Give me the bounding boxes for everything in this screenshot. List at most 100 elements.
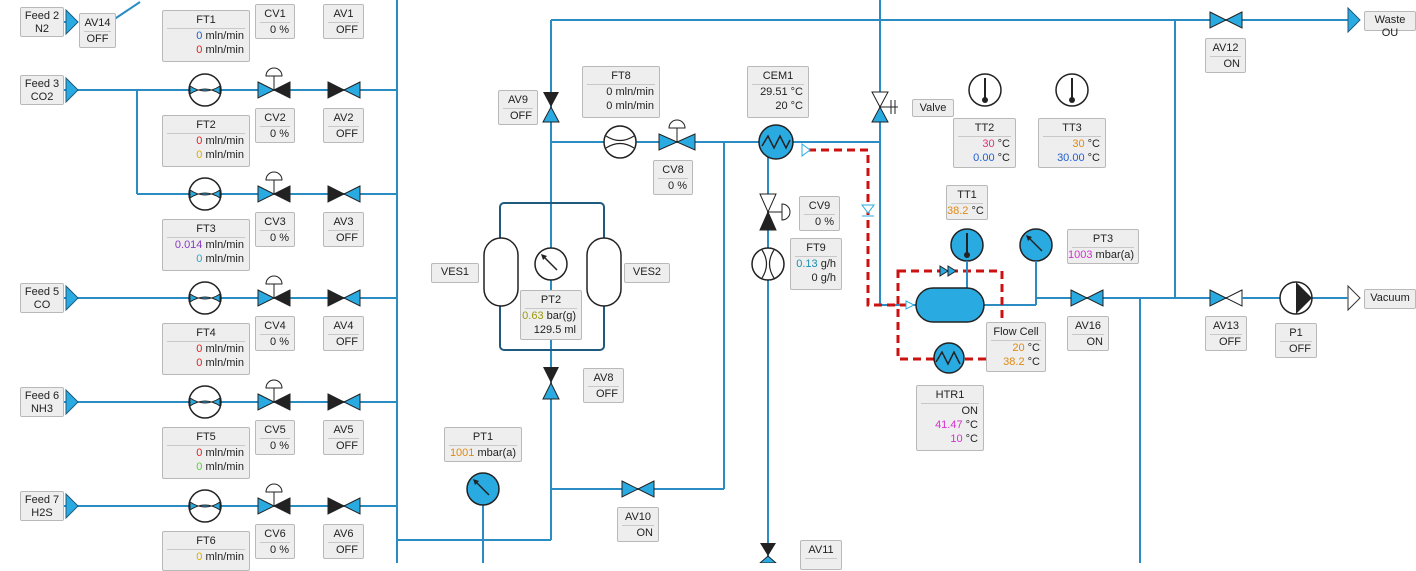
flow-meter-element[interactable] xyxy=(189,85,221,95)
ft-name: FT6 xyxy=(167,534,245,550)
manual-valve-label[interactable]: Valve xyxy=(912,99,954,117)
av8-faceplate[interactable]: AV8 OFF xyxy=(583,368,624,403)
actuated-valve-left[interactable] xyxy=(327,185,346,203)
flow-meter-element[interactable] xyxy=(189,189,221,199)
cv1-faceplate[interactable]: CV1 0 % xyxy=(255,4,295,39)
av5-faceplate[interactable]: AV5 OFF xyxy=(323,420,364,455)
ft1-faceplate[interactable]: FT1 0 mln/min 0 mln/min xyxy=(162,10,250,62)
pt-name: PT2 xyxy=(525,293,577,309)
ft4-faceplate[interactable]: FT4 0 mln/min 0 mln/min xyxy=(162,323,250,375)
flow-meter-element[interactable] xyxy=(189,397,221,407)
tt1-faceplate[interactable]: TT1 38.2 °C xyxy=(946,185,988,220)
ft5-faceplate[interactable]: FT5 0 mln/min 0 mln/min xyxy=(162,427,250,479)
ft-value-1: 0.13 xyxy=(796,258,818,270)
pt-name: PT3 xyxy=(1072,232,1134,248)
ft-unit: mln/min xyxy=(615,86,654,98)
av1-faceplate[interactable]: AV1 OFF xyxy=(323,4,364,39)
av12-faceplate[interactable]: AV12 ON xyxy=(1205,38,1246,73)
cv5-faceplate[interactable]: CV5 0 % xyxy=(255,420,295,455)
control-valve-right[interactable] xyxy=(272,393,291,411)
actuated-valve-left[interactable] xyxy=(327,497,346,515)
av2-faceplate[interactable]: AV2 OFF xyxy=(323,108,364,143)
av-name: AV12 xyxy=(1210,41,1241,57)
control-valve-left[interactable] xyxy=(257,289,276,307)
ft-unit: mln/min xyxy=(205,44,244,56)
control-valve-left[interactable] xyxy=(257,81,276,99)
waste-outlet-label[interactable]: Waste OU xyxy=(1364,11,1416,39)
actuated-valve-left[interactable] xyxy=(327,81,346,99)
cem1-faceplate[interactable]: CEM1 29.51 °C 20 °C xyxy=(747,66,809,118)
feed-5-label[interactable]: Feed 5 CO xyxy=(20,283,64,313)
av6-faceplate[interactable]: AV6 OFF xyxy=(323,524,364,559)
ft2-faceplate[interactable]: FT2 0 mln/min 0 mln/min xyxy=(162,115,250,167)
av14-faceplate[interactable]: AV14 OFF xyxy=(79,13,116,48)
av9-faceplate[interactable]: AV9 OFF xyxy=(498,90,538,125)
tt2-faceplate[interactable]: TT2 30 °C 0.00 °C xyxy=(953,118,1016,168)
control-valve-actuator[interactable] xyxy=(265,483,283,493)
cv9-faceplate[interactable]: CV9 0 % xyxy=(799,196,840,231)
cv8-faceplate[interactable]: CV8 0 % xyxy=(653,160,693,195)
actuated-valve-right[interactable] xyxy=(342,81,361,99)
av4-faceplate[interactable]: AV4 OFF xyxy=(323,316,364,351)
actuated-valve-left[interactable] xyxy=(327,289,346,307)
av10-faceplate[interactable]: AV10 ON xyxy=(617,507,659,542)
feed-gas: CO xyxy=(33,299,51,311)
ft9-faceplate[interactable]: FT9 0.13 g/h 0 g/h xyxy=(790,238,842,290)
av11-faceplate[interactable]: AV11 xyxy=(800,540,842,570)
flow-cell-faceplate[interactable]: Flow Cell 20 °C 38.2 °C xyxy=(986,322,1046,372)
tt3-faceplate[interactable]: TT3 30 °C 30.00 °C xyxy=(1038,118,1106,168)
control-valve-right[interactable] xyxy=(272,289,291,307)
cv-value: 0 % xyxy=(270,128,289,140)
av-state: ON xyxy=(636,527,654,539)
flow-meter-element[interactable] xyxy=(189,501,221,511)
ft3-faceplate[interactable]: FT3 0.014 mln/min 0 mln/min xyxy=(162,219,250,271)
control-valve-actuator[interactable] xyxy=(265,67,283,77)
actuated-valve-right[interactable] xyxy=(342,289,361,307)
av3-faceplate[interactable]: AV3 OFF xyxy=(323,212,364,247)
cv-value: 0 % xyxy=(270,336,289,348)
ves1-label[interactable]: VES1 xyxy=(431,263,479,283)
control-valve-left[interactable] xyxy=(257,497,276,515)
ft6-faceplate[interactable]: FT6 0 mln/min xyxy=(162,531,250,571)
p1-faceplate[interactable]: P1 OFF xyxy=(1275,323,1317,358)
av16-faceplate[interactable]: AV16 ON xyxy=(1067,316,1109,351)
cv4-faceplate[interactable]: CV4 0 % xyxy=(255,316,295,351)
control-valve-left[interactable] xyxy=(257,393,276,411)
flow-meter-element[interactable] xyxy=(189,293,221,303)
cv2-faceplate[interactable]: CV2 0 % xyxy=(255,108,295,143)
control-valve-left[interactable] xyxy=(257,185,276,203)
tt-unit: °C xyxy=(1087,152,1100,164)
feed-2-label[interactable]: Feed 2 N2 xyxy=(20,7,64,37)
actuated-valve-left[interactable] xyxy=(327,393,346,411)
control-valve-actuator[interactable] xyxy=(265,275,283,285)
feed-3-label[interactable]: Feed 3 CO2 xyxy=(20,75,64,105)
cv6-faceplate[interactable]: CV6 0 % xyxy=(255,524,295,559)
actuated-valve-right[interactable] xyxy=(342,393,361,411)
pt1-faceplate[interactable]: PT1 1001 mbar(a) xyxy=(444,427,522,462)
vacuum-arrow xyxy=(1347,284,1361,312)
control-valve-actuator[interactable] xyxy=(265,379,283,389)
feed-6-label[interactable]: Feed 6 NH3 xyxy=(20,387,64,417)
cv3-faceplate[interactable]: CV3 0 % xyxy=(255,212,295,247)
htr1-faceplate[interactable]: HTR1 ON 41.47 °C 10 °C xyxy=(916,385,984,451)
flow-cell-value-1: 20 xyxy=(1012,342,1025,354)
control-valve-right[interactable] xyxy=(272,81,291,99)
ves2-label[interactable]: VES2 xyxy=(624,263,670,283)
vacuum-outlet-label[interactable]: Vacuum xyxy=(1364,289,1416,309)
feed-arrows xyxy=(65,6,1361,520)
pt3-faceplate[interactable]: PT3 1003 mbar(a) xyxy=(1067,229,1139,264)
control-valve-right[interactable] xyxy=(272,497,291,515)
actuated-valve-right[interactable] xyxy=(342,185,361,203)
cv-name: CV1 xyxy=(260,7,290,23)
actuated-valve-right[interactable] xyxy=(342,497,361,515)
av-state: OFF xyxy=(336,544,358,556)
ft8-faceplate[interactable]: FT8 0 mln/min 0 mln/min xyxy=(582,66,660,118)
cv-value: 0 % xyxy=(270,24,289,36)
control-valve-right[interactable] xyxy=(272,185,291,203)
cv-value: 0 % xyxy=(270,544,289,556)
pt2-faceplate[interactable]: PT2 0.63 bar(g) 129.5 ml xyxy=(520,290,582,340)
av13-faceplate[interactable]: AV13 OFF xyxy=(1205,316,1247,351)
cem-unit: °C xyxy=(790,100,803,112)
control-valve-actuator[interactable] xyxy=(265,171,283,181)
feed-7-label[interactable]: Feed 7 H2S xyxy=(20,491,64,521)
